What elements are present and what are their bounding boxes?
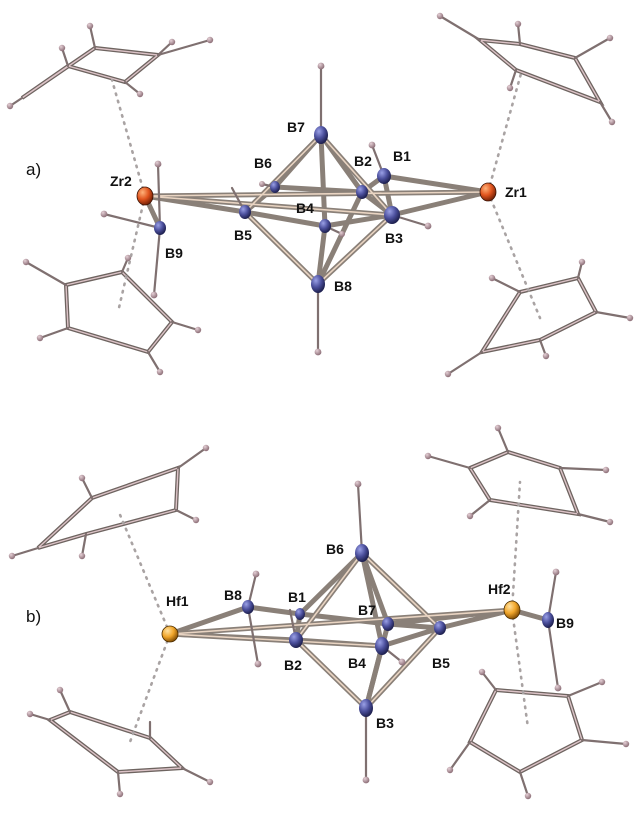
- label-b9-a: B9: [165, 245, 183, 261]
- cp-ring-top-left-b: [8, 444, 210, 560]
- label-b3-b: B3: [376, 715, 394, 731]
- label-b1-a: B1: [393, 148, 411, 164]
- label-b6-b: B6: [326, 541, 344, 557]
- panel-label-b: b): [26, 607, 41, 626]
- atom-hf1: [161, 625, 179, 643]
- atom-b7-b: [382, 617, 394, 631]
- cp-ring-bottom-left: [22, 254, 202, 376]
- atom-b8-a: [311, 275, 325, 293]
- atom-b6-b: [355, 544, 369, 562]
- label-b6-a: B6: [254, 155, 272, 171]
- atom-zr2: [136, 186, 154, 206]
- atom-b3-a: [384, 206, 400, 224]
- cp-ring-top-right-b: [424, 424, 614, 526]
- label-b7-a: B7: [287, 119, 305, 135]
- label-zr1: Zr1: [505, 184, 527, 200]
- atom-b7-a: [314, 126, 328, 144]
- atom-b2-a: [356, 185, 368, 199]
- atom-b9-a: [154, 221, 166, 235]
- label-b4-a: B4: [296, 200, 314, 216]
- label-hf2: Hf2: [488, 581, 511, 597]
- atom-b9-b: [542, 612, 554, 628]
- cp-ring-bottom-right-b: [446, 668, 630, 800]
- label-b8-b: B8: [224, 587, 242, 603]
- atom-b1-a: [377, 168, 391, 184]
- label-b7-b: B7: [358, 602, 376, 618]
- atom-b5-b: [434, 621, 446, 635]
- atom-b2-b: [289, 632, 303, 648]
- cp-ring-top-right: [436, 12, 616, 126]
- bh-bonds-a: [100, 62, 432, 356]
- atoms-b: [161, 544, 554, 717]
- atom-hf2: [503, 600, 521, 620]
- label-b1-b: B1: [288, 589, 306, 605]
- panel-a: a): [6, 12, 634, 378]
- cp-centroid-dashes-a: [110, 68, 542, 320]
- bh-bonds-b: [246, 480, 562, 784]
- atom-labels-b: B6 Hf2 Hf1 B8 B1 B7 B9 B2 B4 B5 B3: [166, 541, 574, 731]
- label-b2-b: B2: [284, 657, 302, 673]
- label-b5-b: B5: [432, 655, 450, 671]
- atom-b4-a: [319, 219, 331, 233]
- cp-centroid-dashes-b: [116, 480, 530, 744]
- cluster-bonds-a: [142, 132, 491, 287]
- label-b4-b: B4: [348, 655, 366, 671]
- atoms-a: [136, 126, 497, 293]
- cp-ring-top-left: [6, 22, 214, 110]
- label-b5-a: B5: [234, 227, 252, 243]
- label-b3-a: B3: [385, 230, 403, 246]
- label-b2-a: B2: [354, 153, 372, 169]
- panel-b: b): [8, 424, 630, 800]
- atom-b1-b: [295, 608, 305, 620]
- label-zr2: Zr2: [110, 173, 132, 189]
- atom-b3-b: [359, 699, 373, 717]
- label-b9-b: B9: [556, 615, 574, 631]
- panel-label-a: a): [26, 160, 41, 179]
- label-hf1: Hf1: [166, 593, 189, 609]
- atom-labels-a: B7 B6 B2 B1 Zr2 Zr1 B4 B5 B3 B9 B8: [110, 119, 527, 294]
- atom-b6-a: [270, 181, 280, 193]
- atom-zr1: [479, 182, 497, 202]
- cp-ring-bottom-left-b: [26, 686, 214, 798]
- atom-b8-b: [242, 600, 254, 614]
- atom-b5-a: [239, 205, 251, 219]
- cp-ring-bottom-right: [444, 258, 634, 378]
- atom-b4-b: [375, 637, 389, 655]
- label-b8-a: B8: [334, 278, 352, 294]
